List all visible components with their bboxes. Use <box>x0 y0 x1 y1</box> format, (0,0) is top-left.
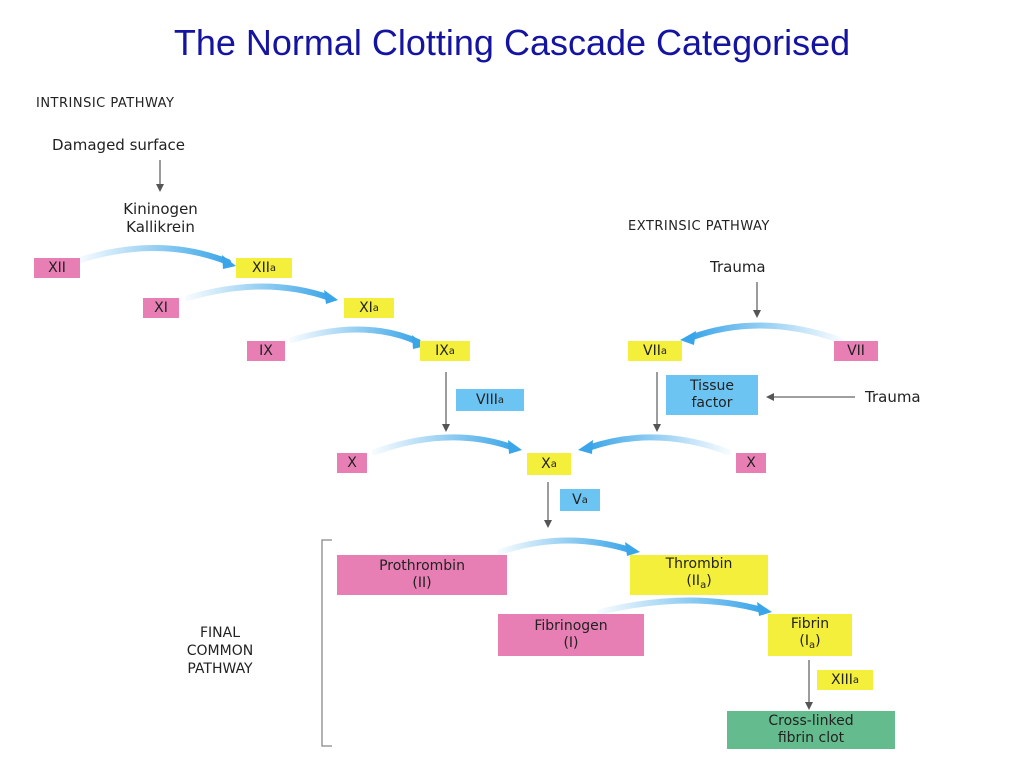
thin-arrowheads <box>156 184 813 710</box>
prothrombin-line-2: (II) <box>412 575 432 591</box>
final-pathway-bracket <box>321 539 332 747</box>
factor-xia-base: XI <box>359 299 373 316</box>
arrow-xi-to-xia <box>185 283 333 301</box>
factor-xa-sub: a <box>550 458 557 470</box>
clot-line-1: Cross-linked <box>768 713 854 729</box>
factor-x-left-box: X <box>337 453 367 473</box>
fibrinogen-line-2: (I) <box>563 635 579 651</box>
factor-xiia-base: XII <box>252 259 270 276</box>
fibrin-end: ) <box>815 633 821 649</box>
trauma-label-side: Trauma <box>865 388 921 406</box>
factor-viia-base: VII <box>643 342 661 359</box>
factor-vii-box: VII <box>834 341 878 361</box>
factor-viiia-sub: a <box>497 394 505 406</box>
fibrin-base: (I <box>799 633 809 649</box>
thrombin-base: (II <box>686 573 701 589</box>
damaged-surface-label: Damaged surface <box>52 136 186 154</box>
clot-line-2: fibrin clot <box>777 730 845 746</box>
factor-xiiia-sub: a <box>852 674 860 686</box>
factor-x-right-box: X <box>736 453 766 473</box>
fibrin-line-1: Fibrin <box>790 616 830 632</box>
final-common-line-2: COMMON <box>186 643 254 659</box>
factor-ixa-sub: a <box>448 345 455 357</box>
thrombin-sub: a <box>700 580 707 591</box>
fibrinogen-line-1: Fibrinogen <box>534 618 608 634</box>
arrow-x-to-xa-left <box>372 434 517 455</box>
thrombin-end: ) <box>706 573 712 589</box>
prothrombin-box: Prothrombin (II) <box>337 555 507 595</box>
thin-arrows <box>159 160 855 706</box>
final-common-pathway-header: FINAL COMMON PATHWAY <box>150 624 290 678</box>
factor-xi-box: XI <box>143 298 179 318</box>
thrombin-line-2: (IIa) <box>686 573 711 594</box>
factor-ixa-base: IX <box>435 342 449 359</box>
fibrin-box: Fibrin (Ia) <box>768 614 852 656</box>
factor-xiiia-base: XIII <box>830 671 853 688</box>
arrow-fibrinogen-to-fibrin <box>597 597 765 615</box>
cross-linked-clot-box: Cross-linked fibrin clot <box>727 711 895 749</box>
kallikrein-text: Kallikrein <box>126 218 195 236</box>
arrow-ix-to-ixa <box>289 326 421 345</box>
factor-viiia-base: VIII <box>475 391 498 408</box>
final-common-line-1: FINAL <box>199 625 241 641</box>
thrombin-box: Thrombin (IIa) <box>630 555 768 595</box>
factor-xii-box: XII <box>34 258 80 278</box>
kininogen-text: Kininogen <box>123 200 198 218</box>
fibrin-sub: a <box>808 640 816 651</box>
arrow-xii-to-xiia <box>77 245 231 265</box>
tissue-factor-line-1: Tissue <box>689 378 735 394</box>
prothrombin-line-1: Prothrombin <box>379 558 465 574</box>
factor-ix-box: IX <box>247 341 285 361</box>
arrow-x-to-xa-right <box>585 434 731 455</box>
kininogen-kallikrein-label: Kininogen Kallikrein <box>98 200 223 236</box>
arrow-prothrombin-to-thrombin <box>497 537 633 555</box>
arrow-vii-to-viia <box>687 322 843 343</box>
factor-va-base: V <box>572 491 582 508</box>
factor-xiia-sub: a <box>269 262 276 274</box>
fibrin-line-2: (Ia) <box>799 633 820 654</box>
page-title: The Normal Clotting Cascade Categorised <box>173 22 851 63</box>
factor-va-sub: a <box>581 494 588 506</box>
tissue-factor-line-2: factor <box>691 395 733 411</box>
thrombin-line-1: Thrombin <box>665 556 733 572</box>
activation-arrowheads <box>222 255 772 616</box>
intrinsic-pathway-header: INTRINSIC PATHWAY <box>36 96 175 111</box>
activation-arrows <box>77 245 843 615</box>
fibrinogen-box: Fibrinogen (I) <box>498 614 644 656</box>
tissue-factor-box: Tissue factor <box>666 375 758 415</box>
factor-xia-sub: a <box>372 302 379 314</box>
factor-viia-sub: a <box>660 345 667 357</box>
extrinsic-pathway-header: EXTRINSIC PATHWAY <box>628 219 770 234</box>
final-common-line-3: PATHWAY <box>187 661 253 677</box>
factor-xa-base: X <box>541 455 551 472</box>
trauma-label-top: Trauma <box>710 258 766 276</box>
